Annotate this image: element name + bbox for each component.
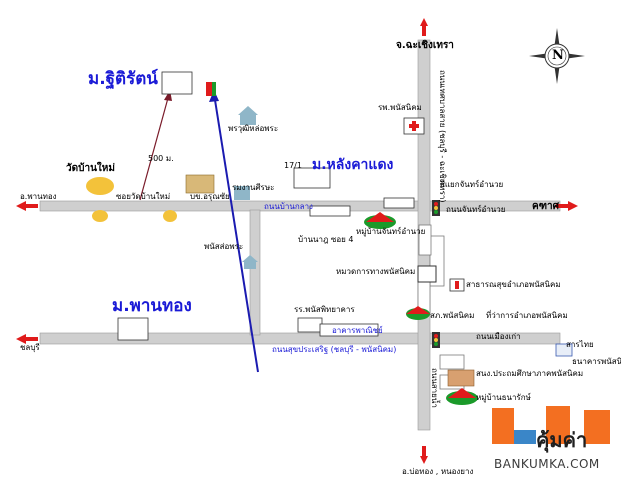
label-junction: สี่แยกจันทร์อำนวย xyxy=(440,180,504,189)
label-school-building: อาคารพาณิชย์ xyxy=(332,326,383,335)
label-shrine: บข.อรุณซัย xyxy=(190,192,230,201)
label-primary-school: สนง.ประถมศึกษาภาคพนัสนิคม xyxy=(476,369,584,378)
label-sarai: สารไทย xyxy=(566,340,594,349)
label-road-sukhaprasert: ถนนสุขประเสริฐ (ชลบุรี - พนัสนิคม) xyxy=(272,345,397,354)
label-pan-sat: พนัสส่อพระ xyxy=(204,242,244,251)
logo-block-3 xyxy=(546,406,570,444)
logo-text: คุ้มค่า xyxy=(536,428,588,452)
home-icon-2 xyxy=(242,255,258,262)
house-icon-pan xyxy=(117,317,149,341)
label-road-mueang-kao: ถนนเมืองเก่า xyxy=(476,332,521,341)
shrine-icon xyxy=(185,174,215,194)
temple-icon-3 xyxy=(163,210,177,222)
arrow-left-icon-2 xyxy=(16,334,26,344)
logo-block-1 xyxy=(492,408,514,444)
label-school-pan: รร.พนัสพิทยาคาร xyxy=(294,305,355,314)
house-icon-top xyxy=(161,71,193,95)
compass-icon xyxy=(529,28,585,84)
house-icon-lang xyxy=(293,167,331,189)
label-temple: วัดบ้านใหม่ xyxy=(66,163,115,174)
primary-school-icon xyxy=(447,369,475,387)
label-district-office: ที่ว่าการอำเภอพนัสนิคม xyxy=(486,311,568,320)
label-top-road: จ.ฉะเชิงเทรา xyxy=(396,40,454,51)
label-west-road: อ.พานทอง xyxy=(20,192,57,201)
compass-north-label: N xyxy=(552,48,564,63)
building-icon-left xyxy=(309,205,351,217)
arrow-up-icon xyxy=(420,18,428,26)
flag-icon xyxy=(206,82,212,96)
label-road-vert-right: ถนนเทศบาลสาย (ชลบุรี - ฉะเชิงเทรา) xyxy=(438,70,447,203)
label-soi-temple: ซอยวัดบ้านใหม่ xyxy=(116,192,171,201)
logo-block-4 xyxy=(584,410,610,444)
label-bangbon: หมู่บ้านจันทร์อำนวย xyxy=(356,227,426,236)
label-hospital: รพ.พนัสนิคม xyxy=(378,103,422,112)
route-line-dark xyxy=(139,97,169,201)
logo-block-2 xyxy=(514,430,536,444)
arrow-left-icon xyxy=(16,201,26,211)
label-road-south: อ.บ่อทอง , หนองยาง xyxy=(402,467,474,476)
label-soi-17: 17/1 xyxy=(284,161,302,170)
building-icon-kathat xyxy=(383,197,415,209)
site-logo xyxy=(492,406,610,444)
arrow-down-icon xyxy=(420,456,428,464)
arrow-right-icon xyxy=(568,201,578,211)
label-kathat: คฑาศ xyxy=(532,201,559,212)
label-road-ban-klang: ถนนบ้านกลาง xyxy=(264,202,313,211)
school-building-icon xyxy=(297,317,323,333)
temple-icon xyxy=(86,177,114,195)
temple-icon-2 xyxy=(92,210,108,222)
commercial-building-icon xyxy=(319,323,379,337)
bank-icon xyxy=(555,343,573,357)
logo-url: BANKUMKA.COM xyxy=(494,457,600,471)
label-road-chan: ถนนจันทร์อำนวย xyxy=(446,205,506,214)
roads xyxy=(39,39,561,431)
label-village-rak: หมู่บ้านธนารักษ์ xyxy=(476,393,531,402)
label-center-house: หมวดการทางพนัสนิคม xyxy=(336,267,416,276)
secondary-road-horizontal xyxy=(39,332,561,345)
road-arrows xyxy=(16,18,578,464)
label-village-lang: ม.หลังคาแดง xyxy=(312,157,394,173)
label-road-vert-lower: ถนนสายน้ำ xyxy=(430,368,439,408)
label-village-top: ม.ฐิติรัตน์ xyxy=(88,69,158,89)
label-public-health: สาธารณสุขอำเภอพนัสนิคม xyxy=(466,280,561,289)
road-block-b xyxy=(439,354,465,370)
label-chonburi: ชลบุรี xyxy=(20,343,40,352)
road-block-a xyxy=(418,224,432,256)
route-line-blue xyxy=(214,99,259,373)
government-icon xyxy=(417,265,437,283)
school-icon xyxy=(234,186,250,200)
label-distance: 500 ม. xyxy=(148,154,174,163)
label-bank: ธนาคารพนัสนิคม xyxy=(572,357,621,366)
label-village-pan: ม.พานทอง xyxy=(112,296,192,316)
label-soi4: บ้านนาฎ ซอย 4 xyxy=(298,235,354,244)
label-school-market: รมงานศีรษะ xyxy=(232,183,275,192)
label-police: พรวุฒิหล่อพระ xyxy=(228,124,279,133)
label-police-station: สภ.พนัสนิคม xyxy=(430,311,475,320)
vertical-road-center xyxy=(249,209,261,336)
map-markers xyxy=(86,71,573,405)
home-icon xyxy=(238,106,258,115)
